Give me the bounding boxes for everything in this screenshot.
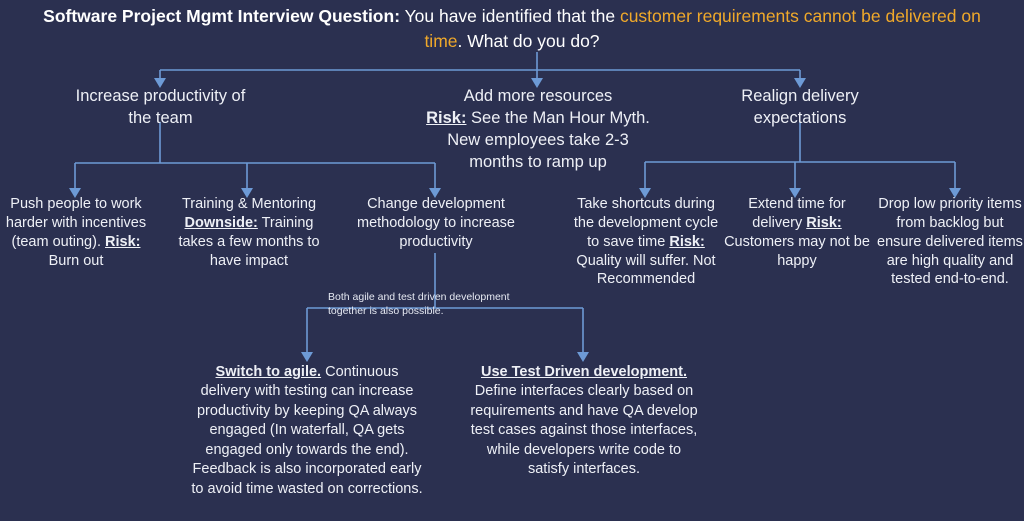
node-switch-to-agile-label: Switch to agile. xyxy=(215,364,322,380)
node-add-more-resources-line1: Add more resources xyxy=(463,87,613,105)
node-push-people-body-after: Burn out xyxy=(48,252,104,269)
node-drop-low-priority-body: Drop low priority items from backlog but… xyxy=(877,196,1023,288)
node-extend-time: Extend time for delivery Risk: Customers… xyxy=(723,195,871,270)
title-body-before: You have identified that the xyxy=(400,6,620,26)
node-change-methodology: Change development methodology to increa… xyxy=(348,195,524,252)
annotation-line1: Both agile and test driven development xyxy=(328,291,510,303)
node-extend-time-body-before: Extend time for delivery xyxy=(748,196,846,231)
node-increase-productivity-line2: the team xyxy=(128,108,193,127)
node-training-mentoring-line1: Training & Mentoring xyxy=(181,196,317,212)
node-extend-time-body-after: Customers may not be happy xyxy=(724,233,870,269)
title-body-after: . What do you do? xyxy=(457,30,600,51)
node-switch-to-agile-body: Continuous delivery with testing can inc… xyxy=(191,364,423,497)
node-take-shortcuts-risk-label: Risk: xyxy=(669,233,705,250)
node-take-shortcuts-body-before: Take shortcuts during the development cy… xyxy=(573,196,719,250)
node-take-shortcuts-body-after: Quality will suffer. Not Recommended xyxy=(576,252,716,288)
node-test-driven-development-body: Define interfaces clearly based on requi… xyxy=(470,383,698,478)
node-change-methodology-body: Change development methodology to increa… xyxy=(357,196,515,250)
node-add-more-resources-risk-label: Risk: xyxy=(426,108,467,127)
node-increase-productivity: Increase productivity of the team xyxy=(58,86,263,130)
node-add-more-resources-body: See the Man Hour Myth. New employees tak… xyxy=(447,108,650,171)
node-test-driven-development: Use Test Driven development. Define inte… xyxy=(468,363,700,480)
node-push-people-risk-label: Risk: xyxy=(105,233,141,250)
node-extend-time-risk-label: Risk: xyxy=(806,214,842,231)
node-realign-expectations: Realign delivery expectations xyxy=(697,86,903,130)
node-take-shortcuts: Take shortcuts during the development cy… xyxy=(573,195,719,289)
node-push-people-body-before: Push people to work harder with incentiv… xyxy=(5,196,147,250)
node-training-mentoring: Training & Mentoring Downside: Training … xyxy=(168,195,330,270)
node-increase-productivity-line1: Increase productivity of xyxy=(75,87,246,105)
node-drop-low-priority: Drop low priority items from backlog but… xyxy=(876,195,1024,289)
annotation-agile-and-tdd: Both agile and test driven development t… xyxy=(328,290,558,319)
node-test-driven-development-label: Use Test Driven development. xyxy=(480,364,688,380)
title-accent: customer requirements cannot be delivere… xyxy=(424,6,981,51)
annotation-line2: together is also possible. xyxy=(328,305,444,318)
title-lead: Software Project Mgmt Interview Question… xyxy=(43,6,401,26)
node-training-mentoring-downside-label: Downside: xyxy=(184,214,258,231)
page-title: Software Project Mgmt Interview Question… xyxy=(28,4,996,54)
node-switch-to-agile: Switch to agile. Continuous delivery wit… xyxy=(189,363,425,499)
node-add-more-resources: Add more resources Risk: See the Man Hou… xyxy=(422,86,654,174)
node-realign-expectations-line2: expectations xyxy=(753,108,847,127)
node-training-mentoring-body: Training takes a few months to have impa… xyxy=(178,214,320,269)
node-realign-expectations-line1: Realign delivery xyxy=(741,87,859,105)
node-push-people: Push people to work harder with incentiv… xyxy=(0,195,152,270)
